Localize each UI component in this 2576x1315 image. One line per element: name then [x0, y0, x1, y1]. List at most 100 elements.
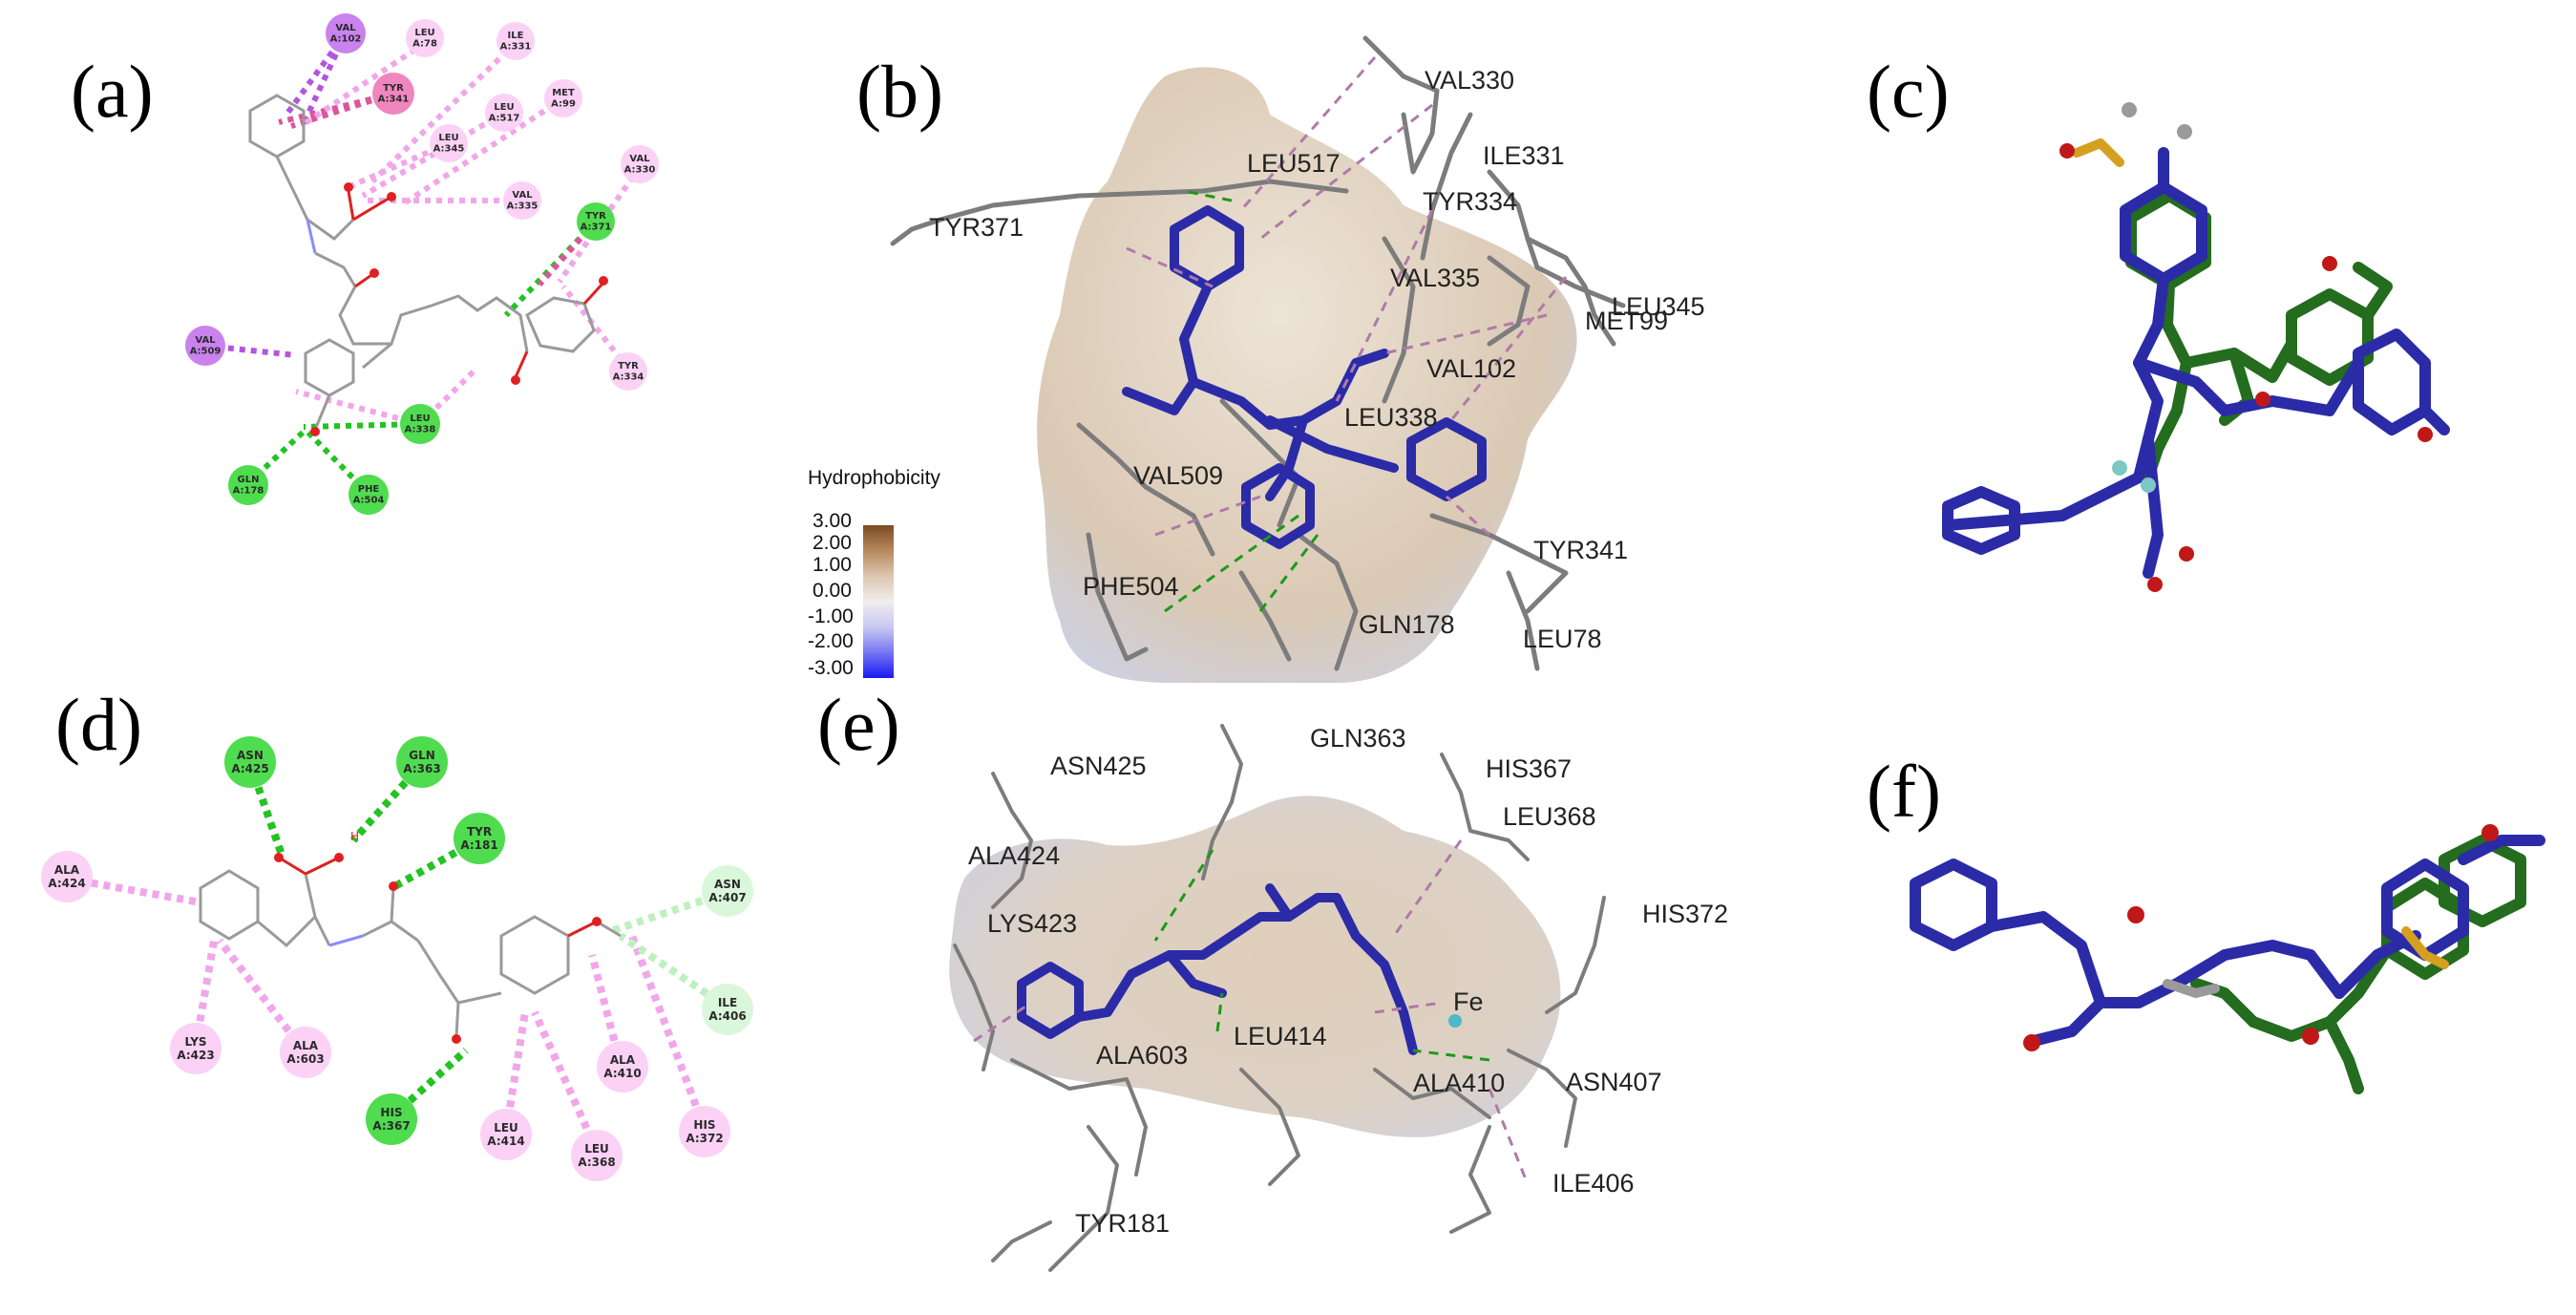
legend-tick: 1.00	[813, 554, 852, 576]
phenyl-ring-a2	[304, 338, 355, 397]
reference-ligand-green	[2125, 190, 2393, 483]
phenyl-ring-a1	[248, 94, 306, 159]
label-leu345: LEU345	[1612, 292, 1705, 321]
panel-d-atoms: H	[274, 830, 602, 1044]
panel-label-e: (e)	[817, 683, 900, 766]
panel-label-a: (a)	[71, 50, 154, 133]
panel-a-atoms	[310, 182, 608, 436]
oxygen-atom	[344, 182, 353, 192]
panel-b-ligand	[1122, 205, 1487, 549]
panel-d-ligand-skeleton	[199, 856, 622, 1037]
oxygen-atom	[511, 375, 520, 385]
label-val330: VAL330	[1425, 66, 1514, 95]
label-tyr341: TYR341	[1533, 536, 1628, 564]
panel-b-residue-sticks	[890, 35, 1626, 671]
label-leu338: LEU338	[1344, 403, 1438, 432]
panel-e-residue-sticks	[953, 724, 1606, 1272]
panel-b-interaction-lines	[1126, 56, 1568, 613]
docked-ligand-blue	[1942, 147, 2450, 579]
panel-b-3d-binding-pose: VAL330 LEU517 ILE331 TYR371 TYR334 VAL33…	[808, 35, 1705, 684]
panel-e-protein-surface	[949, 795, 1561, 1137]
phenyl-ring-d1	[199, 869, 260, 941]
legend-tick: 0.00	[813, 580, 852, 602]
oxygen-atom	[599, 276, 608, 286]
panel-e-residue-labels: ASN425 GLN363 HIS367 LEU368 ALA424 HIS37…	[968, 724, 1728, 1238]
oxygen-atom	[310, 427, 320, 436]
label-fe: Fe	[1453, 987, 1484, 1016]
label-lys423: LYS423	[987, 909, 1077, 938]
legend-title: Hydrophobicity	[808, 467, 940, 489]
label-leu517: LEU517	[1247, 149, 1341, 178]
panel-e-ligand	[1017, 883, 1418, 1055]
label-ile331: ILE331	[1483, 141, 1565, 170]
iron-atom	[1448, 1014, 1462, 1028]
panel-label-c: (c)	[1867, 50, 1950, 133]
oxygen-atom	[274, 853, 284, 862]
panel-a-ligand-skeleton	[248, 94, 605, 431]
label-leu414: LEU414	[1234, 1022, 1327, 1050]
ligand-ring-b3	[1406, 417, 1487, 501]
panel-e-3d-binding-pose: ASN425 GLN363 HIS367 LEU368 ALA424 HIS37…	[949, 724, 1728, 1272]
label-tyr371: TYR371	[929, 213, 1024, 242]
panel-e-interaction-lines	[973, 839, 1530, 1185]
panel-c-ligand-overlay	[1942, 102, 2450, 592]
legend-tick: -2.00	[808, 630, 854, 652]
label-tyr181: TYR181	[1075, 1209, 1170, 1238]
oxygen-atom	[370, 268, 379, 278]
label-his372: HIS372	[1642, 900, 1728, 928]
label-leu368: LEU368	[1503, 802, 1596, 831]
label-val335: VAL335	[1390, 264, 1480, 292]
legend-tick: 3.00	[813, 510, 852, 532]
panel-c-heteroatoms	[2059, 102, 2433, 592]
ligand-ring-b1	[1170, 205, 1244, 291]
label-met99: MET99	[1585, 307, 1668, 335]
panel-label-d: (d)	[55, 683, 142, 766]
ligand-ring-b2	[1241, 463, 1315, 549]
oxygen-atom	[452, 1034, 461, 1044]
label-val102: VAL102	[1426, 354, 1516, 383]
legend-tick: -3.00	[808, 657, 854, 679]
reference-ligand-green-f	[2190, 835, 2526, 1094]
